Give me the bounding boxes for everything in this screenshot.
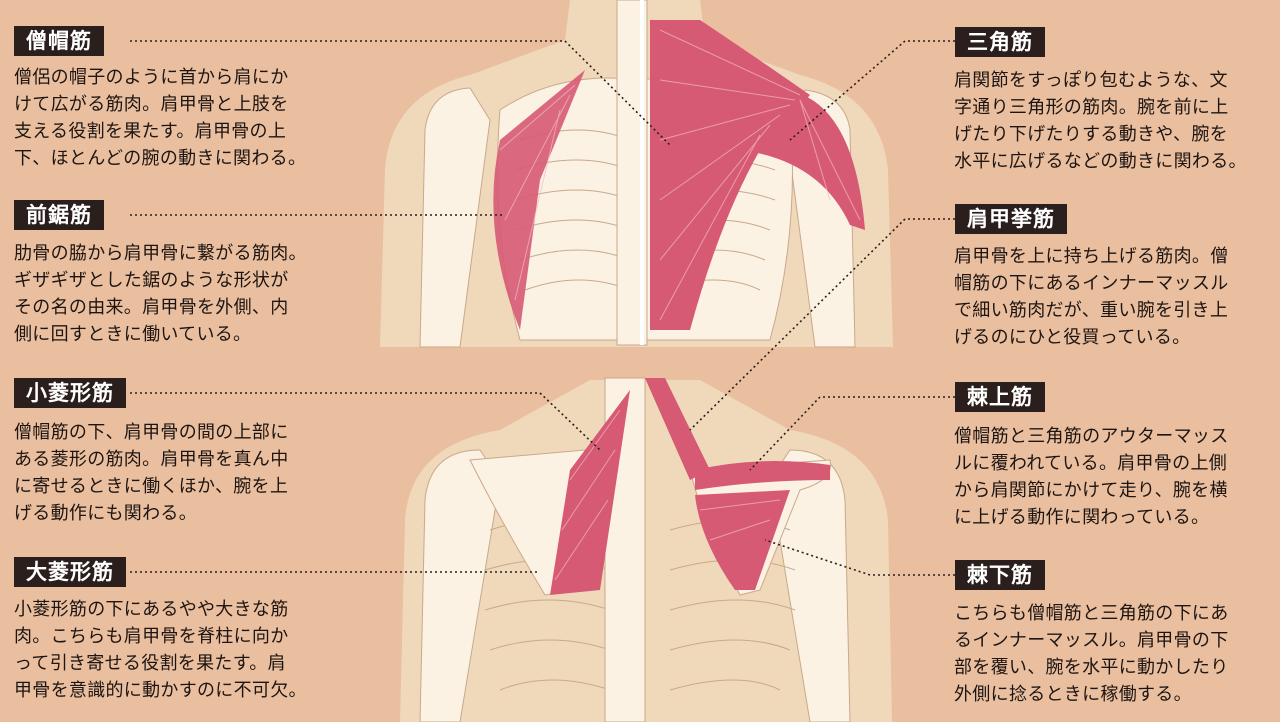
desc-line: こちらも僧帽筋と三角筋の下にあ: [954, 603, 1229, 624]
desc-line: 支える役割を果たす。肩甲骨の上: [14, 121, 287, 142]
desc-infraspinatus: こちらも僧帽筋と三角筋の下にあるインナーマッスル。肩甲骨の下部を覆い、腕を水平に…: [954, 600, 1280, 708]
desc-deltoid: 肩関節をすっぽり包むような、文字通り三角形の筋肉。腕を前に上げたり下げたりする動…: [954, 67, 1280, 175]
label-serratus-anterior: 前鋸筋: [14, 200, 104, 230]
desc-line: で細い筋肉だが、重い腕を引き上: [954, 300, 1229, 321]
desc-line: 僧帽筋の下、肩甲骨の間の上部に: [14, 422, 289, 443]
desc-line: その名の由来。肩甲骨を外側、内: [14, 297, 289, 318]
desc-trapezius: 僧侶の帽子のように首から肩にかけて広がる筋肉。肩甲骨と上肢を支える役割を果たす。…: [14, 64, 359, 172]
infraspinatus-muscle: [695, 490, 790, 590]
desc-line: 水平に広げるなどの動きに関わる。: [954, 151, 1247, 172]
desc-line: 部を覆い、腕を水平に動かしたり: [954, 657, 1229, 678]
label-infraspinatus: 棘下筋: [955, 560, 1045, 590]
desc-line: 僧侶の帽子のように首から肩にか: [14, 67, 289, 88]
label-deltoid: 三角筋: [955, 27, 1045, 57]
desc-line: に寄せるときに働くほか、腕を上: [14, 476, 289, 497]
desc-rhomboid-minor: 僧帽筋の下、肩甲骨の間の上部にある菱形の筋肉。肩甲骨を真ん中に寄せるときに働くほ…: [14, 419, 359, 527]
label-rhomboid-minor: 小菱形筋: [14, 378, 126, 408]
serratus-anterior-muscle: [493, 70, 585, 330]
desc-line: ある菱形の筋肉。肩甲骨を真ん中: [14, 449, 289, 470]
desc-line: ギザギザとした鋸のような形状が: [14, 270, 289, 291]
desc-levator-scapulae: 肩甲骨を上に持ち上げる筋肉。僧帽筋の下にあるインナーマッスルで細い筋肉だが、重い…: [954, 243, 1280, 351]
desc-line: 帽筋の下にあるインナーマッスル: [954, 273, 1229, 294]
desc-line: 肩関節をすっぽり包むような、文: [954, 70, 1228, 91]
upper-body-back-figure: [400, 377, 892, 722]
desc-line: げたり下げたりする動きや、腕を: [954, 124, 1228, 145]
desc-line: 側に回すときに働いている。: [14, 324, 252, 345]
desc-line: 下、ほとんどの腕の動きに関わる。: [14, 148, 307, 169]
desc-line: 肋骨の脇から肩甲骨に繋がる筋肉。: [14, 243, 307, 264]
desc-line: 僧帽筋と三角筋のアウターマッス: [954, 426, 1229, 447]
desc-line: 字通り三角形の筋肉。腕を前に上: [954, 97, 1229, 118]
desc-line: 肩甲骨を上に持ち上げる筋肉。僧: [954, 246, 1229, 267]
desc-line: 外側に捻るときに稼働する。: [954, 684, 1192, 705]
upper-body-front-figure: [380, 0, 893, 348]
desc-line: 甲骨を意識的に動かすのに不可欠。: [14, 680, 307, 701]
desc-line: げる動作にも関わる。: [14, 503, 197, 524]
supraspinatus-muscle: [695, 461, 830, 490]
deltoid-muscle: [740, 92, 865, 230]
leader-lines: [130, 40, 955, 576]
desc-serratus-anterior: 肋骨の脇から肩甲骨に繋がる筋肉。ギザギザとした鋸のような形状がその名の由来。肩甲…: [14, 240, 359, 348]
desc-line: から肩関節にかけて走り、腕を横: [954, 480, 1228, 501]
label-trapezius: 僧帽筋: [14, 26, 104, 56]
desc-supraspinatus: 僧帽筋と三角筋のアウターマッスルに覆われている。肩甲骨の上側から肩関節にかけて走…: [954, 423, 1280, 531]
trapezius-muscle: [650, 20, 810, 330]
label-levator-scapulae: 肩甲挙筋: [955, 204, 1067, 234]
desc-rhomboid-major: 小菱形筋の下にあるやや大きな筋肉。こちらも肩甲骨を脊柱に向かって引き寄せる役割を…: [14, 596, 359, 704]
label-rhomboid-major: 大菱形筋: [14, 557, 126, 587]
desc-line: げるのにひと役買っている。: [954, 327, 1191, 348]
desc-line: 小菱形筋の下にあるやや大きな筋: [14, 599, 289, 620]
rhomboid-muscles: [550, 390, 630, 595]
levator-scapulae-muscle: [645, 378, 710, 480]
desc-line: ルに覆われている。肩甲骨の上側: [954, 453, 1228, 474]
desc-line: に上げる動作に関わっている。: [954, 507, 1210, 528]
label-supraspinatus: 棘上筋: [955, 382, 1045, 412]
desc-line: 肉。こちらも肩甲骨を脊柱に向か: [14, 626, 289, 647]
desc-line: って引き寄せる役割を果たす。肩: [14, 653, 286, 674]
desc-line: けて広がる筋肉。肩甲骨と上肢を: [14, 94, 289, 115]
desc-line: るインナーマッスル。肩甲骨の下: [954, 630, 1229, 651]
